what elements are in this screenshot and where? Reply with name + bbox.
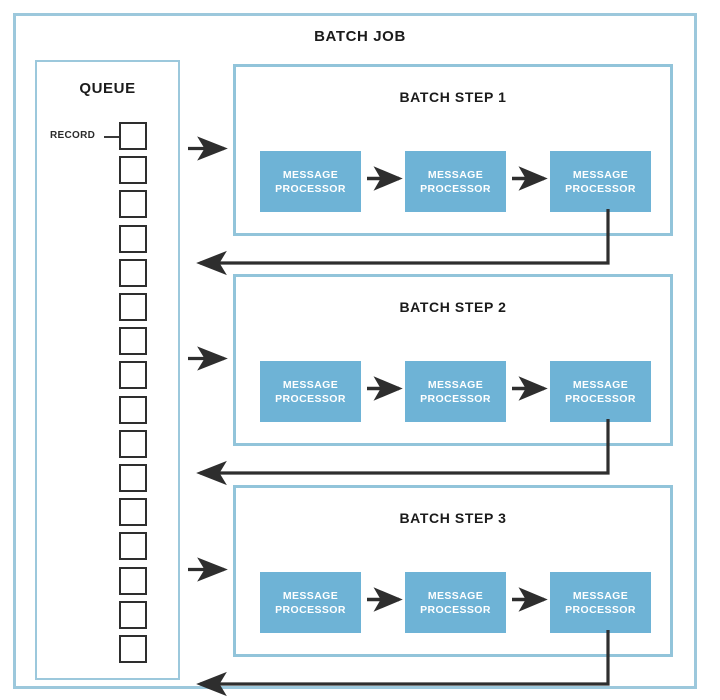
queue-record-box bbox=[119, 532, 147, 561]
queue-record-box bbox=[119, 293, 147, 321]
batch-step-title: BATCH STEP 3 bbox=[399, 510, 507, 526]
record-leader-line bbox=[104, 136, 119, 138]
queue-title: QUEUE bbox=[79, 80, 136, 97]
batch-job-frame bbox=[13, 13, 697, 689]
processor-label-line2: PROCESSOR bbox=[565, 182, 636, 195]
queue-record-box bbox=[119, 600, 147, 629]
queue-record-box bbox=[119, 156, 147, 185]
queue-record-box bbox=[119, 224, 147, 253]
queue-record-box bbox=[119, 122, 147, 150]
batch-job-title: BATCH JOB bbox=[314, 28, 406, 45]
queue-record-box bbox=[119, 464, 147, 492]
processor-label-line2: PROCESSOR bbox=[420, 603, 491, 616]
queue-record-box bbox=[119, 258, 147, 287]
queue-panel bbox=[35, 60, 180, 680]
queue-record-box bbox=[119, 498, 147, 527]
queue-record-box bbox=[119, 327, 147, 356]
queue-record-box bbox=[119, 361, 147, 390]
processor-label-line1: MESSAGE bbox=[572, 589, 629, 602]
processor-label-line1: MESSAGE bbox=[427, 168, 484, 181]
processor-label-line2: PROCESSOR bbox=[275, 182, 346, 195]
processor-label-line1: MESSAGE bbox=[572, 378, 629, 391]
processor-label-line2: PROCESSOR bbox=[420, 392, 491, 405]
queue-record-box bbox=[119, 635, 147, 663]
record-label: RECORD bbox=[50, 130, 96, 141]
batch-step-title: BATCH STEP 1 bbox=[399, 89, 507, 105]
processor-label-line2: PROCESSOR bbox=[275, 392, 346, 405]
processor-label-line2: PROCESSOR bbox=[275, 603, 346, 616]
processor-label-line2: PROCESSOR bbox=[420, 182, 491, 195]
batch-step-title: BATCH STEP 2 bbox=[399, 299, 507, 315]
queue-record-box bbox=[119, 566, 147, 595]
queue-record-box bbox=[119, 190, 147, 219]
processor-label-line1: MESSAGE bbox=[427, 589, 484, 602]
queue-record-box bbox=[119, 429, 147, 458]
processor-label-line1: MESSAGE bbox=[282, 378, 339, 391]
processor-label-line1: MESSAGE bbox=[282, 168, 339, 181]
processor-label-line1: MESSAGE bbox=[572, 168, 629, 181]
processor-label-line1: MESSAGE bbox=[282, 589, 339, 602]
queue-record-box bbox=[119, 395, 147, 424]
processor-label-line2: PROCESSOR bbox=[565, 603, 636, 616]
processor-label-line2: PROCESSOR bbox=[565, 392, 636, 405]
processor-label-line1: MESSAGE bbox=[427, 378, 484, 391]
